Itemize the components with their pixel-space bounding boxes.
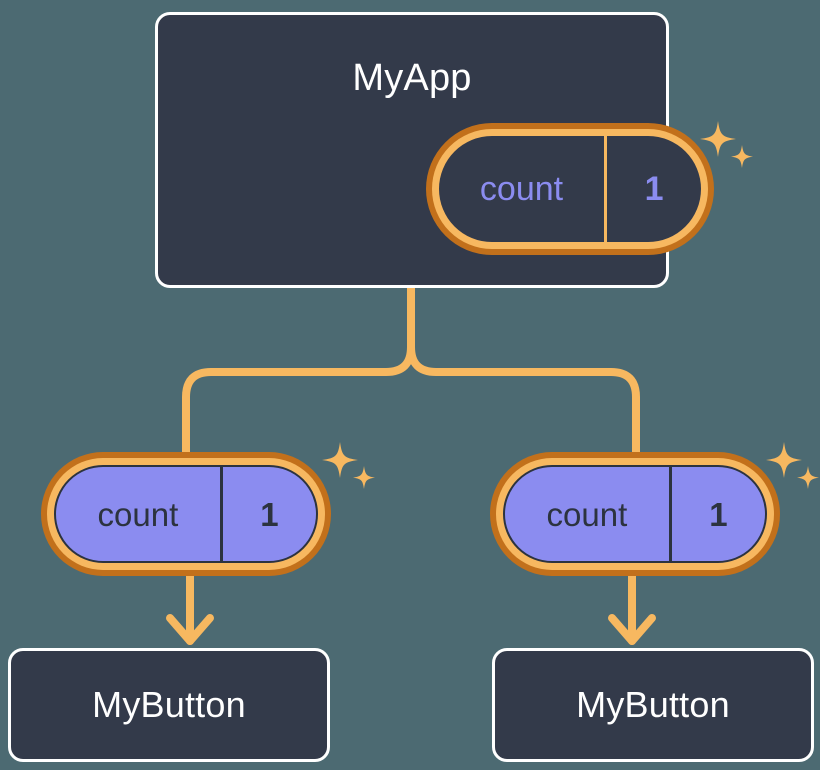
component-label-myapp: MyApp — [352, 57, 472, 99]
state-pill-root[interactable]: count 1 — [426, 123, 714, 255]
arrow-head-left — [166, 614, 214, 645]
state-pill-branch-left[interactable]: count 1 — [41, 452, 331, 576]
component-label-mybutton-right: MyButton — [576, 684, 730, 725]
state-pill-ring: count 1 — [496, 458, 774, 570]
sparkle-icon — [797, 466, 819, 489]
sparkle-icon — [700, 121, 736, 157]
connector-branch-right — [407, 343, 640, 456]
component-card-myapp[interactable]: MyApp count 1 — [155, 12, 753, 288]
state-key-branch-left: count — [97, 495, 179, 533]
state-value-branch-left: 1 — [219, 467, 316, 561]
component-label-mybutton-left: MyButton — [92, 684, 246, 725]
state-value-branch-right: 1 — [668, 467, 765, 561]
state-key-root: count — [479, 170, 564, 208]
state-pill-ring: count 1 — [432, 129, 708, 249]
state-pill-body: count 1 — [503, 465, 767, 563]
component-card-mybutton-right[interactable]: MyButton — [492, 648, 814, 762]
state-pill-ring: count 1 — [47, 458, 325, 570]
component-card-mybutton-left[interactable]: MyButton — [8, 648, 330, 762]
sparkle-icon — [766, 442, 802, 478]
connector-branch-left — [182, 343, 415, 456]
state-key-branch-right: count — [546, 495, 628, 533]
state-value-root: 1 — [604, 136, 701, 242]
sparkle-icon — [353, 466, 375, 489]
arrow-head-right — [608, 614, 656, 645]
state-pill-body: count 1 — [439, 136, 701, 242]
state-pill-body: count 1 — [54, 465, 318, 563]
state-pill-branch-right[interactable]: count 1 — [490, 452, 780, 576]
sparkle-icon — [731, 145, 753, 168]
sparkle-icon — [322, 442, 358, 478]
